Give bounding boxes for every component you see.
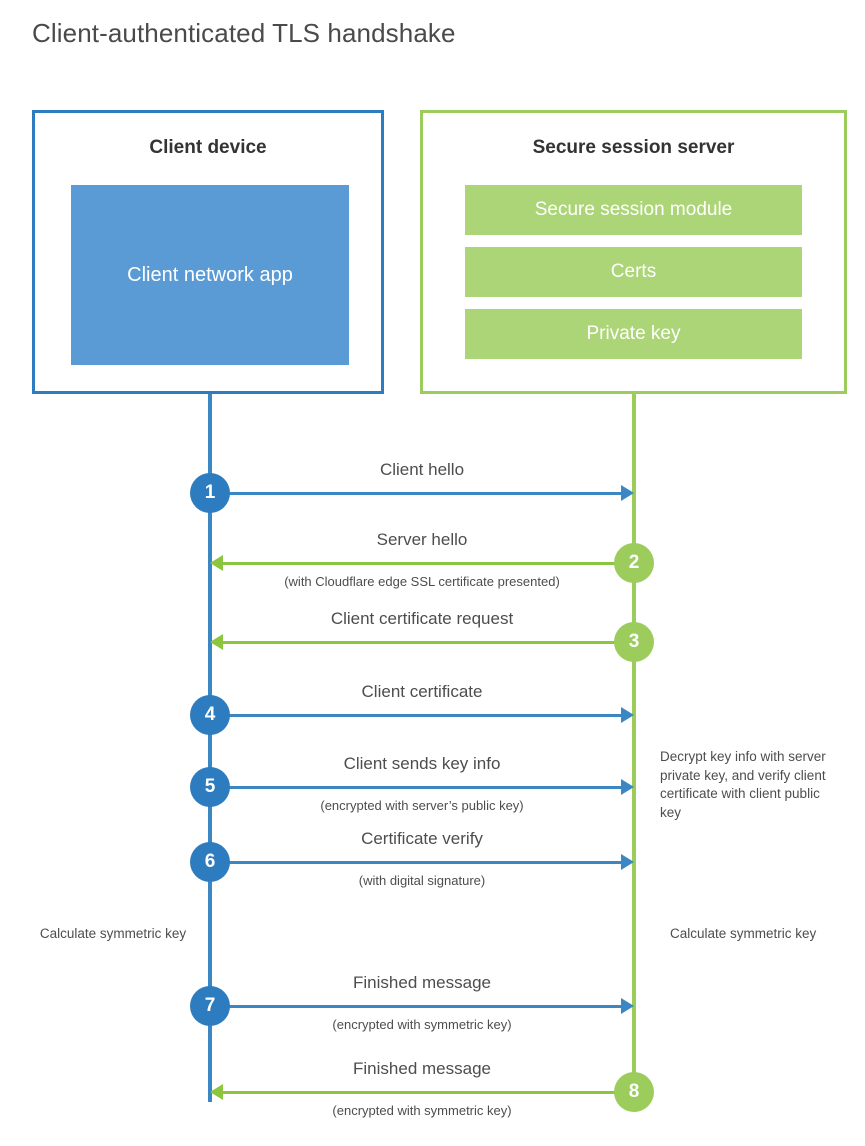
client-device-panel: Client device Client network app [32,110,384,394]
page-title: Client-authenticated TLS handshake [32,18,456,48]
arrow-line-step-7 [210,1004,621,1008]
step-circle-3[interactable]: 3 [614,622,654,662]
client-device-title: Client device [149,137,267,158]
secure-session-server-panel: Secure session server Secure session mod… [420,110,847,394]
message-label-step-7: Finished message [353,973,491,992]
arrow-line-step-5 [210,785,621,789]
step-circle-6[interactable]: 6 [190,842,230,882]
step-circle-2[interactable]: 2 [614,543,654,583]
arrow-line-step-3 [223,640,634,644]
annotation-server-calculate-symmetric-key: Calculate symmetric key [670,926,817,941]
arrow-head-step-2 [210,555,223,571]
message-label-step-8: Finished message [353,1059,491,1078]
arrow-head-step-4 [621,707,634,723]
message-sublabel-step-7: (encrypted with symmetric key) [332,1017,512,1032]
client-network-app-box: Client network app [71,185,349,365]
arrow-line-step-1 [210,491,621,495]
server-bar-certs: Certs [465,247,802,297]
server-bar-private-key: Private key [465,309,802,359]
step-circle-1[interactable]: 1 [190,473,230,513]
arrow-line-step-6 [210,860,621,864]
step-circle-7[interactable]: 7 [190,986,230,1026]
annotation-server-decrypt: Decrypt key info with server private key… [660,749,826,820]
server-lifeline [632,394,636,1094]
arrow-line-step-2 [223,561,634,565]
arrow-head-step-7 [621,998,634,1014]
message-sublabel-step-8: (encrypted with symmetric key) [332,1103,512,1118]
step-circle-5[interactable]: 5 [190,767,230,807]
arrow-line-step-4 [210,713,621,717]
arrow-head-step-6 [621,854,634,870]
message-sublabel-step-5: (encrypted with server’s public key) [320,798,524,813]
message-sublabel-step-2: (with Cloudflare edge SSL certificate pr… [284,574,560,589]
arrow-head-step-5 [621,779,634,795]
message-label-step-1: Client hello [379,460,465,479]
message-label-step-3: Client certificate request [330,609,514,628]
annotation-client-calculate-symmetric-key: Calculate symmetric key [39,926,187,941]
client-lifeline [208,394,212,1102]
arrow-line-step-8 [223,1090,634,1094]
message-label-step-6: Certificate verify [361,829,483,848]
arrow-head-step-1 [621,485,634,501]
secure-session-server-title: Secure session server [532,137,735,158]
step-circle-4[interactable]: 4 [190,695,230,735]
message-sublabel-step-6: (with digital signature) [358,873,486,888]
message-label-step-2: Server hello [376,530,468,549]
step-circle-8[interactable]: 8 [614,1072,654,1112]
message-label-step-5: Client sends key info [343,754,501,773]
server-bar-secure-session-module: Secure session module [465,185,802,235]
message-label-step-4: Client certificate [361,682,483,701]
arrow-head-step-8 [210,1084,223,1100]
arrow-head-step-3 [210,634,223,650]
